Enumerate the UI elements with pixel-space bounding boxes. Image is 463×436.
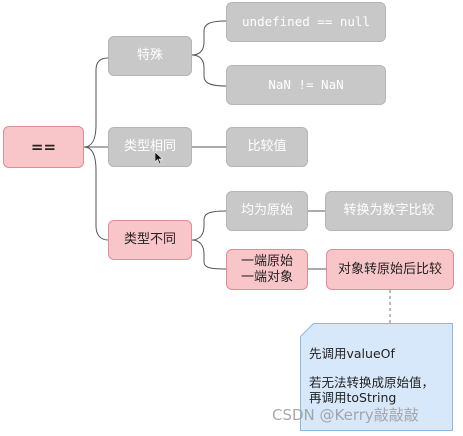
root-node: == xyxy=(3,126,84,168)
note-line-valueof: 先调用valueOf xyxy=(309,346,395,361)
connector-difftype-case2 xyxy=(191,239,227,270)
result-compare-values: 比较值 xyxy=(226,127,308,167)
case-nan-nan: NaN != NaN xyxy=(226,65,386,105)
branch-diff-type: 类型不同 xyxy=(108,220,192,260)
note-line-tostring: 若无法转换成原始值， 再调用toString xyxy=(309,375,435,405)
case-primitive-object: 一端原始 一端对象 xyxy=(226,249,308,290)
result-convert-number: 转换为数字比较 xyxy=(325,191,453,231)
connector-root-difftype xyxy=(83,146,109,241)
connector-special-case1 xyxy=(191,20,227,56)
case-undefined-null: undefined == null xyxy=(226,2,386,42)
case-both-primitive: 均为原始 xyxy=(226,191,308,231)
result-object-to-primitive: 对象转原始后比较 xyxy=(326,249,454,290)
mouse-cursor-icon xyxy=(155,152,163,164)
branch-special: 特殊 xyxy=(108,36,192,76)
connector-difftype-case1 xyxy=(191,210,227,241)
connector-root-special xyxy=(83,57,109,148)
branch-same-type: 类型相同 xyxy=(108,127,192,167)
note-fold-corner xyxy=(300,323,314,337)
note-box: 先调用valueOf 若无法转换成原始值， 再调用toString xyxy=(300,323,453,431)
connector-special-case2 xyxy=(191,54,227,87)
csdn-watermark: CSDN @Kerry敲敲敲 xyxy=(272,406,419,424)
